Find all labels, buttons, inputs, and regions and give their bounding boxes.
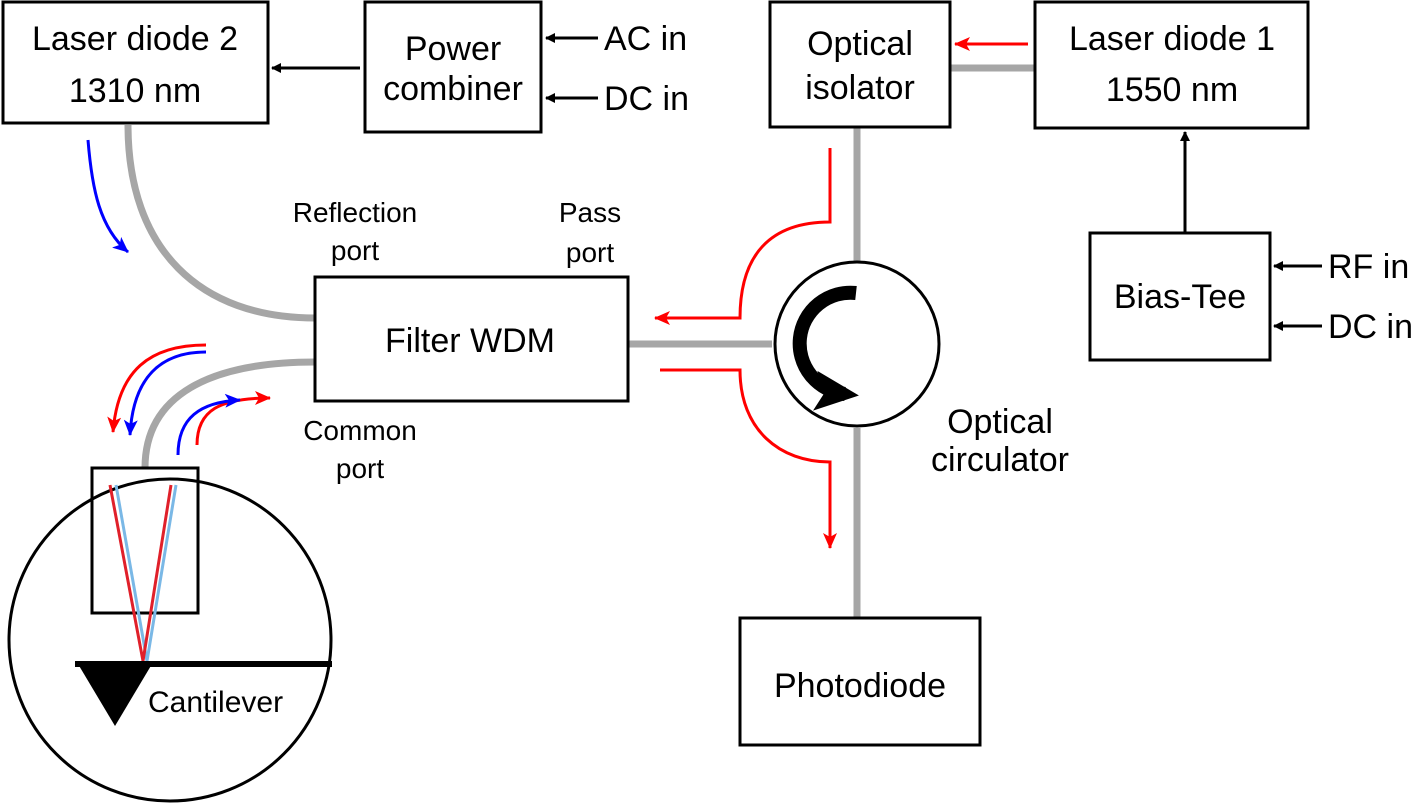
optical-isolator-line2: isolator xyxy=(805,69,915,107)
laser-diode-1-wavelength: 1550 nm xyxy=(1106,71,1238,109)
common-port-label-line2: port xyxy=(336,453,384,484)
signal-1310-arrows xyxy=(86,139,241,456)
cantilever-inset: Cantilever xyxy=(7,466,333,803)
laser-diode-2-name: Laser diode 2 xyxy=(32,20,238,58)
photodiode-label: Photodiode xyxy=(774,667,946,705)
electrical-connections xyxy=(271,33,1322,331)
optical-circulator xyxy=(773,260,941,428)
power-combiner-line2: combiner xyxy=(383,70,523,108)
laser-diode-2-wavelength: 1310 nm xyxy=(69,72,201,110)
inset-magnifier-circle xyxy=(7,477,333,803)
fiber-common-to-probe xyxy=(141,358,316,469)
red-probe-outgoing-arrow xyxy=(107,343,207,433)
cantilever-tip xyxy=(78,664,152,726)
optical-circulator-label-line2: circulator xyxy=(931,441,1069,479)
rf-in-label: RF in xyxy=(1328,248,1409,286)
laser-diode-2: Laser diode 2 1310 nm xyxy=(1,0,270,125)
optical-isolator-line1: Optical xyxy=(807,25,913,63)
circulator-direction-arrow xyxy=(792,285,859,411)
reflection-port-label-line1: Reflection xyxy=(293,197,418,228)
red-probe-return-arrow xyxy=(195,391,271,446)
photodiode: Photodiode xyxy=(738,616,982,747)
bias-tee: Bias-Tee xyxy=(1088,231,1272,362)
filter-wdm: Filter WDM xyxy=(313,275,630,403)
optical-isolator: Optical isolator xyxy=(768,0,952,129)
power-combiner: Power combiner xyxy=(363,0,543,134)
laser-diode-1-name: Laser diode 1 xyxy=(1069,20,1275,58)
pass-port-label-line1: Pass xyxy=(559,197,621,228)
power-combiner-line1: Power xyxy=(405,30,501,68)
optical-circulator-label-line1: Optical xyxy=(947,403,1053,441)
blue-probe-outgoing-arrow xyxy=(123,350,207,436)
reflection-port-label-line2: port xyxy=(331,235,379,266)
fiber-ld2-to-reflection xyxy=(124,124,316,322)
fiber-ferrule xyxy=(90,466,200,615)
bias-tee-label: Bias-Tee xyxy=(1114,278,1246,316)
dc-in-combiner-label: DC in xyxy=(604,80,689,118)
signal-1550-arrows xyxy=(107,37,1028,549)
ac-in-label: AC in xyxy=(604,20,687,58)
laser-diode-1: Laser diode 1 1550 nm xyxy=(1033,0,1310,130)
dc-in-bias-label: DC in xyxy=(1328,308,1413,346)
red-wdm-to-photodiode-arrow xyxy=(660,368,837,549)
blue-ld2-emission-arrow xyxy=(86,139,129,254)
red-isolator-to-wdm-arrow xyxy=(654,148,832,325)
fibers xyxy=(124,64,1035,618)
blue-probe-return-arrow xyxy=(176,393,241,456)
pass-port-label-line2: port xyxy=(566,237,614,268)
filter-wdm-label: Filter WDM xyxy=(385,322,555,360)
common-port-label-line1: Common xyxy=(303,415,417,446)
cantilever-label: Cantilever xyxy=(148,686,283,719)
